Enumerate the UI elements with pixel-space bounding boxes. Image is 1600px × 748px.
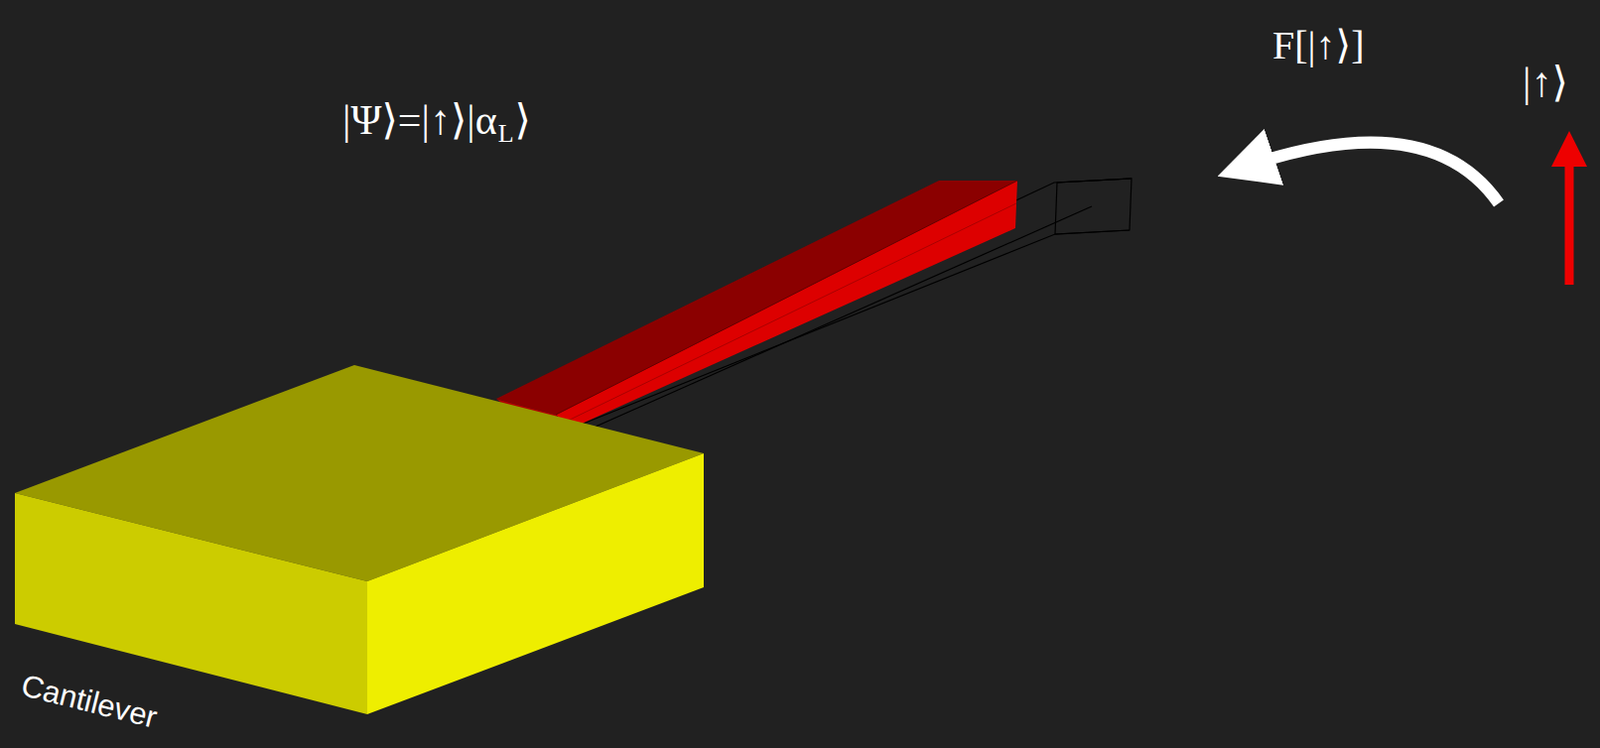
block-right [367, 453, 704, 715]
spin-arrow [1565, 148, 1575, 285]
spin-label: |↑⟩ [1522, 61, 1569, 104]
beam-front [555, 180, 1018, 429]
beam-edge [555, 180, 1018, 415]
state-formula-end: ⟩ [515, 99, 532, 141]
force-label: F[|↑⟩] [1272, 25, 1365, 66]
state-subscript: L [498, 121, 515, 147]
force-arrow [1245, 142, 1499, 204]
part-name: Cantilever [18, 669, 161, 734]
state-formula: |Ψ⟩=|↑⟩|α [342, 99, 498, 141]
rest-outline [555, 178, 1132, 429]
beam-edge [565, 203, 1017, 422]
beam-top [496, 180, 1018, 415]
